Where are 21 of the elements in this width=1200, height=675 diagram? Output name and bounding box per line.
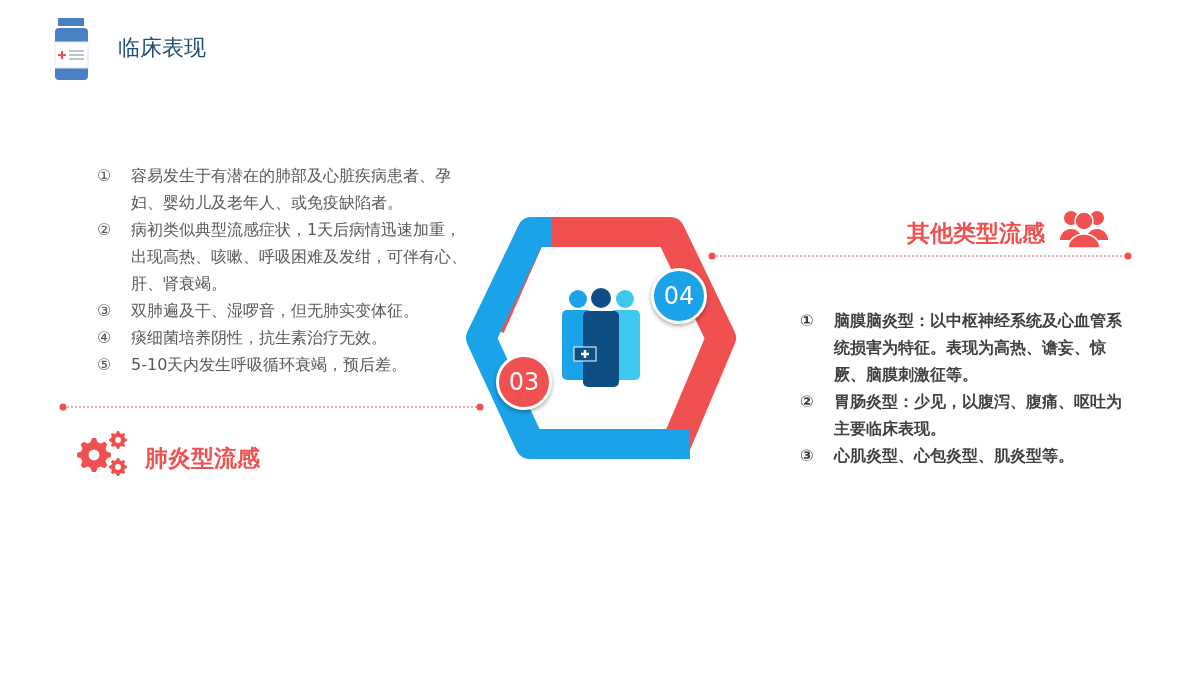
- list-number: ④: [97, 327, 113, 349]
- list-item-text: 脑膜脑炎型：以中枢神经系统及心血管系统损害为特征。表现为高热、谵妄、惊厥、脑膜刺激征等。: [834, 310, 1123, 386]
- list-number: ③: [97, 300, 113, 322]
- list-number: ①: [97, 165, 113, 187]
- section-heading: 其他类型流感: [906, 219, 1045, 248]
- number-circle: 03: [496, 354, 552, 410]
- list-item-text: 双肺遍及干、湿啰音，但无肺实变体征。: [131, 300, 420, 322]
- list-number: ①: [800, 310, 815, 332]
- list-item-text: 心肌炎型、心包炎型、肌炎型等。: [834, 445, 1075, 467]
- list-item-text: 5-10天内发生呼吸循环衰竭，预后差。: [131, 354, 409, 376]
- list-number: ②: [97, 219, 113, 241]
- page-title: 临床表现: [118, 34, 206, 61]
- list-number: ②: [800, 391, 815, 413]
- list-number: ⑤: [97, 354, 113, 376]
- list-item-text: 胃肠炎型：少见，以腹泻、腹痛、呕吐为主要临床表现。: [834, 391, 1123, 440]
- list-item-text: 容易发生于有潜在的肺部及心脏疾病患者、孕妇、婴幼儿及老年人、或免疫缺陷者。: [131, 165, 452, 214]
- list-number: ③: [800, 445, 815, 467]
- list-item-text: 病初类似典型流感症状，1天后病情迅速加重，出现高热、咳嗽、呼吸困难及发绀，可伴有心、肝、肾衰竭。: [131, 219, 468, 295]
- section-heading: 肺炎型流感: [145, 444, 261, 473]
- list-item-text: 痰细菌培养阴性，抗生素治疗无效。: [131, 327, 388, 349]
- number-circle: 04: [651, 268, 707, 324]
